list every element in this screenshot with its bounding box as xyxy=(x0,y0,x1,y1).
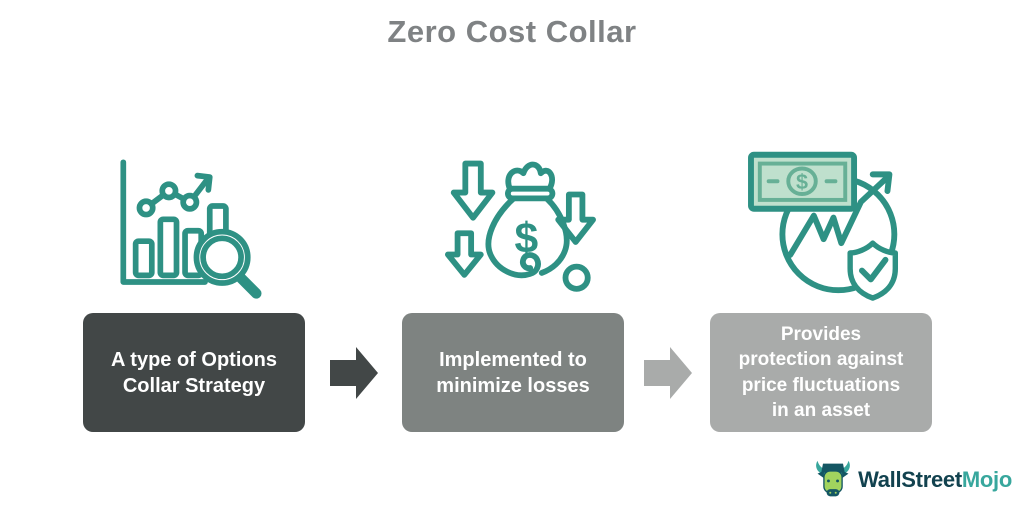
zigzag-arrowhead xyxy=(869,171,893,195)
checkmark-icon xyxy=(858,256,889,283)
bag-body-left xyxy=(485,195,541,278)
step-box-minimize-losses: Implemented to minimize losses xyxy=(402,313,624,432)
wallstreetmojo-logo: WallStreetMojo xyxy=(813,459,1012,501)
bar-chart-magnifier-svg xyxy=(120,159,262,299)
note-dollar-symbol: $ xyxy=(796,169,808,194)
down-arrow-small xyxy=(445,230,484,278)
protection-trend-icon: $ xyxy=(745,141,917,308)
brand-mojo: Mojo xyxy=(961,467,1012,492)
shield-check xyxy=(847,240,899,301)
step-box-options-collar: A type of Options Collar Strategy xyxy=(83,313,305,432)
trend-line xyxy=(143,174,212,211)
down-arrow-large xyxy=(450,160,496,221)
step-text-line: A type of Options xyxy=(111,348,277,371)
flow-arrow-2 xyxy=(644,347,692,399)
chart-axes xyxy=(120,159,208,285)
bag-tuft xyxy=(505,161,555,192)
dollar-symbol: $ xyxy=(514,215,538,263)
step-text-line: Implemented to xyxy=(439,348,587,371)
brand-wordmark: WallStreetMojo xyxy=(858,467,1012,493)
money-bag-losses-icon: $ xyxy=(440,150,600,305)
banknote: $ xyxy=(748,151,858,212)
bag-body-right xyxy=(538,195,570,276)
zigzag-trend-line xyxy=(787,173,892,258)
step-text-line: Provides xyxy=(780,323,862,345)
step-text-line: protection against xyxy=(738,349,904,371)
magnifier-handle xyxy=(235,273,262,299)
coin xyxy=(562,263,591,292)
step-text-line: minimize losses xyxy=(436,374,590,397)
trend-arrowhead xyxy=(194,172,213,193)
page-title: Zero Cost Collar xyxy=(387,14,637,49)
down-arrow-medium xyxy=(555,191,596,245)
money-bag-svg: $ xyxy=(445,160,596,292)
step-text-line: price fluctuations xyxy=(741,374,901,396)
bull-mascot-icon xyxy=(816,460,850,497)
step-text-line: Collar Strategy xyxy=(122,374,266,397)
step-text-line: in an asset xyxy=(771,399,871,421)
bar-chart-magnifier-icon xyxy=(110,147,262,309)
step-box-price-protection: Provides protection against price fluctu… xyxy=(710,313,932,432)
brand-wallstreet: WallStreet xyxy=(858,467,962,492)
protection-trend-svg: $ xyxy=(748,151,899,301)
bag-band xyxy=(505,185,556,202)
flow-arrow-1 xyxy=(330,347,378,399)
